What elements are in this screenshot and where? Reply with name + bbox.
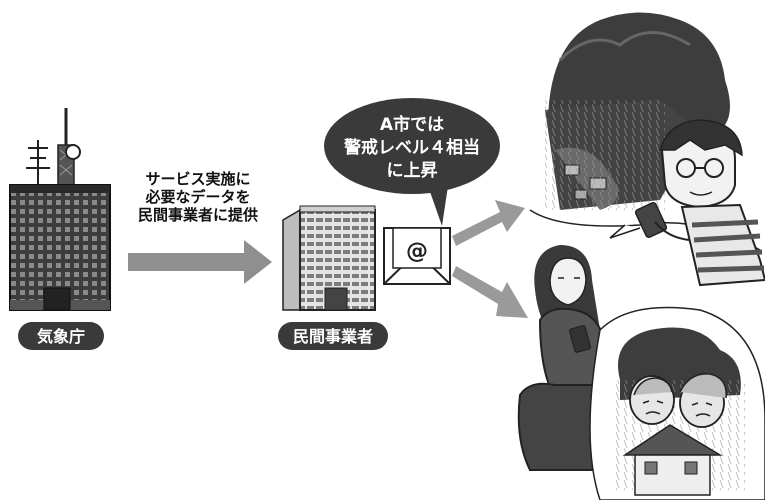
provider-building	[282, 205, 376, 311]
jma-building	[9, 108, 111, 311]
bubble-line-2: 警戒レベル４相当	[343, 137, 480, 158]
jma-label: 気象庁	[18, 322, 104, 350]
caption-line-3: 民間事業者に提供	[138, 206, 258, 224]
provider-label: 民間事業者	[278, 322, 388, 350]
bubble-line-1: A市では	[380, 114, 444, 135]
at-symbol: @	[406, 239, 428, 264]
caption-line-1: サービス実施に	[145, 170, 250, 188]
data-flow-caption: サービス実施に 必要なデータを 民間事業者に提供	[138, 170, 258, 224]
bubble-line-3: に上昇	[387, 161, 438, 181]
notify-arrows	[452, 200, 528, 318]
provide-arrow	[128, 240, 272, 284]
man-with-phone-figure	[529, 119, 765, 287]
flood-scene	[545, 12, 730, 210]
provider-label-text: 民間事業者	[293, 327, 373, 346]
caption-line-2: 必要なデータを	[144, 188, 250, 206]
email-icon: @	[383, 227, 451, 285]
elderly-couple-figure	[589, 306, 765, 500]
jma-label-text: 気象庁	[37, 327, 85, 346]
alert-speech-bubble: A市では 警戒レベル４相当 に上昇	[324, 98, 500, 226]
